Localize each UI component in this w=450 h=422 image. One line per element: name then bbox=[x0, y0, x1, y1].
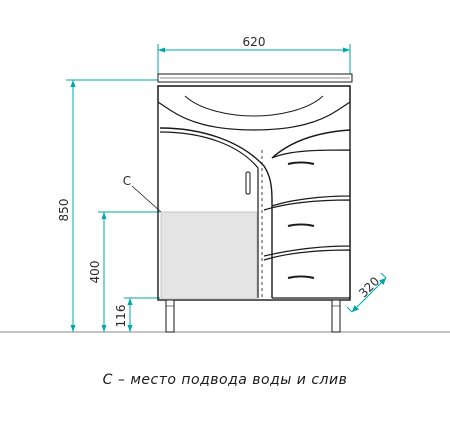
door-handle bbox=[245, 171, 251, 195]
width-dimension-label: 620 bbox=[243, 35, 266, 49]
drawer-2 bbox=[263, 199, 351, 257]
leg-height-dimension-label: 116 bbox=[114, 305, 128, 328]
leg-right bbox=[331, 299, 341, 333]
sink-bowl bbox=[157, 85, 351, 131]
height-dimension-label: 850 bbox=[57, 199, 71, 222]
connection-marker: C bbox=[123, 174, 162, 213]
connection-zone-dimension-label: 400 bbox=[88, 261, 102, 284]
drawer-1 bbox=[271, 149, 351, 207]
caption-text: C – место подвода воды и слив bbox=[102, 372, 348, 388]
depth-dimension-label: 320 bbox=[356, 274, 382, 300]
drawer-3 bbox=[263, 249, 351, 299]
leg-left bbox=[165, 299, 175, 333]
dimension-lines bbox=[66, 44, 387, 332]
cabinet bbox=[157, 73, 353, 333]
left-door bbox=[159, 131, 259, 298]
marker-c-label: C bbox=[123, 174, 131, 188]
connection-zone bbox=[160, 211, 258, 300]
